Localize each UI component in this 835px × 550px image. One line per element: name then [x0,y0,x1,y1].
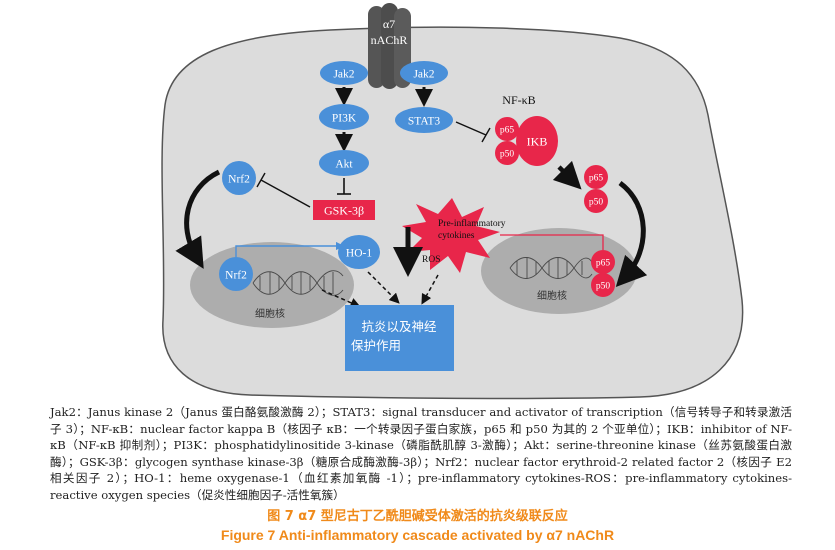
arrow-nfkb-translocation [615,180,648,288]
arrow-burst-outcome [421,274,439,305]
node-ikb [516,116,558,166]
inhibit-akt-gsk3b [337,178,351,195]
label-nucleus-left: 细胞核 [255,307,285,320]
label-p65-free: p65 [589,174,604,184]
label-p50-free: p50 [589,198,604,208]
outcome-box [345,305,454,371]
label-outcome-line2: 保护作用 [351,338,401,353]
node-p50-free [584,189,608,213]
dna-helix-left-icon [252,270,344,296]
node-jak2-left [320,61,368,85]
inhibit-stat3-nfkb [455,121,491,143]
receptor-label-nachr: nAChR [371,33,408,47]
cytokine-burst [402,198,500,273]
pathway-diagram: α7 nAChR Jak2 PI3K Akt GSK-3β Nrf2 Nrf2 … [161,3,744,400]
node-p65-free [584,165,608,189]
node-nrf2-cytoplasm [222,161,256,195]
label-jak2-left: Jak2 [333,69,354,81]
label-p65-nuclear: p65 [596,259,611,269]
label-outcome-line1: 抗炎以及神经 [361,319,437,334]
label-nrf2-cytoplasm: Nrf2 [228,174,250,186]
receptor-label-a7: α7 [383,17,395,31]
node-p65-nuclear [591,250,615,274]
label-gsk3b: GSK-3β [324,204,364,218]
label-pi3k: PI3K [332,113,357,125]
label-p50-nuclear: p50 [596,282,611,292]
arrow-nrf2-ho1 [235,241,345,257]
node-p50-bound [495,141,519,165]
node-p50-nuclear [591,273,615,297]
node-gsk3b [313,200,375,220]
label-burst-line1: Pre-inflammatory [438,218,506,229]
label-burst-line3: ROS [422,255,440,265]
label-nfkb-title: NF-κB [502,93,535,107]
node-jak2-right [400,61,448,85]
label-stat3: STAT3 [408,116,441,128]
dna-helix-right-icon [509,257,593,279]
node-pi3k [319,104,369,130]
a7-nachr-receptor: α7 nAChR [368,3,411,89]
arrow-nucleus-outcome [321,289,361,308]
label-burst-line2: cytokines [438,231,475,241]
label-p65-bound: p65 [500,126,515,136]
label-ikb: IKB [527,135,548,149]
label-nrf2-nucleus: Nrf2 [225,270,247,282]
figure-legend: Jak2：Janus kinase 2（Janus 蛋白酪氨酸激酶 2）；STA… [50,405,792,502]
label-akt: Akt [335,159,353,171]
figure-caption-en: Figure 7 Anti-inflammatory cascade activ… [220,527,615,543]
arrow-nfkb-cytokines [500,234,604,250]
label-jak2-right: Jak2 [413,69,434,81]
arrow-nrf2-translocation [175,169,221,269]
arrow-nfkb-release [552,160,582,190]
label-p50-bound: p50 [500,150,515,160]
node-akt [319,150,369,176]
node-nrf2-nucleus [219,257,253,291]
inhibit-gsk3b-nrf2 [256,172,311,208]
label-ho1: HO-1 [346,248,372,260]
figure-caption-cn: 图 7 α7 型尼古丁乙酰胆碱受体激活的抗炎级联反应 [267,509,568,524]
node-p65-bound [495,117,519,141]
node-ho1 [338,235,380,269]
label-nucleus-right: 细胞核 [537,289,567,302]
node-stat3 [395,107,453,133]
